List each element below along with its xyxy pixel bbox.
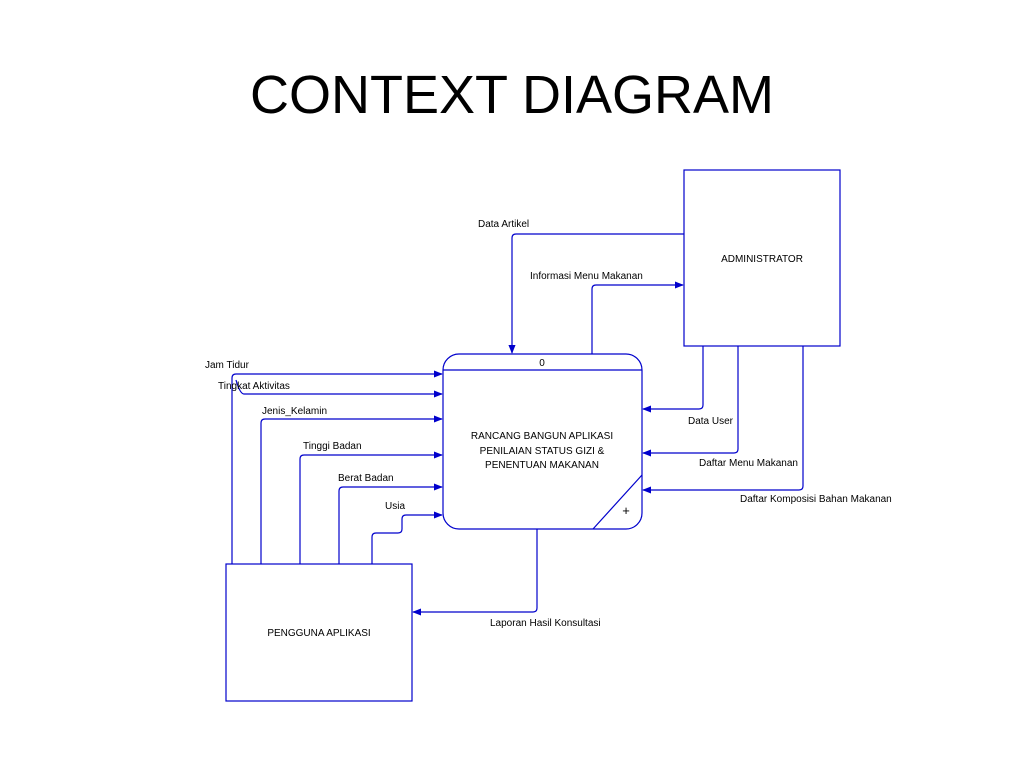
pengguna-aplikasi-entity: PENGGUNA APLIKASI: [225, 563, 413, 702]
label-informasi-menu-makanan: Informasi Menu Makanan: [530, 271, 643, 282]
flow-laporan-hasil-konsultasi: [412, 529, 538, 616]
process-name-line-2: PENILAIAN STATUS GIZI &: [480, 446, 605, 457]
process-name-line-3: PENENTUAN MAKANAN: [485, 460, 599, 471]
label-usia: Usia: [385, 501, 405, 512]
process-name-line-1: RANCANG BANGUN APLIKASI: [471, 431, 613, 442]
flow-data-artikel: [508, 233, 684, 354]
flow-daftar-komposisi: [642, 346, 804, 494]
label-jam-tidur: Jam Tidur: [205, 360, 250, 371]
flow-jenis-kelamin: [260, 415, 443, 564]
administrator-entity: ADMINISTRATOR: [683, 169, 841, 347]
flow-tingkat-aktivitas: [235, 379, 443, 398]
label-tingkat-aktivitas: Tingkat Aktivitas: [218, 381, 290, 392]
administrator-label: ADMINISTRATOR: [721, 254, 803, 265]
label-daftar-komposisi: Daftar Komposisi Bahan Makanan: [740, 494, 892, 505]
label-jenis-kelamin: Jenis_Kelamin: [262, 406, 327, 417]
process-number: 0: [539, 358, 545, 369]
flow-daftar-menu-makanan: [642, 346, 739, 457]
flow-informasi-menu-makanan: [591, 281, 684, 354]
flow-jam-tidur: [231, 370, 443, 564]
process-marker: +: [622, 503, 630, 518]
label-data-artikel: Data Artikel: [478, 219, 529, 230]
process-box: 0 RANCANG BANGUN APLIKASI PENILAIAN STAT…: [442, 353, 643, 530]
label-laporan-hasil-konsultasi: Laporan Hasil Konsultasi: [490, 618, 601, 629]
pengguna-aplikasi-label: PENGGUNA APLIKASI: [267, 628, 370, 639]
label-tinggi-badan: Tinggi Badan: [303, 441, 362, 452]
label-berat-badan: Berat Badan: [338, 473, 394, 484]
flow-berat-badan: [338, 483, 443, 564]
flow-tinggi-badan: [299, 451, 443, 564]
flow-usia: [371, 511, 443, 564]
flow-data-user: [642, 346, 704, 413]
label-daftar-menu-makanan: Daftar Menu Makanan: [699, 458, 798, 469]
slide-title: CONTEXT DIAGRAM: [249, 65, 775, 125]
label-data-user: Data User: [688, 416, 734, 427]
